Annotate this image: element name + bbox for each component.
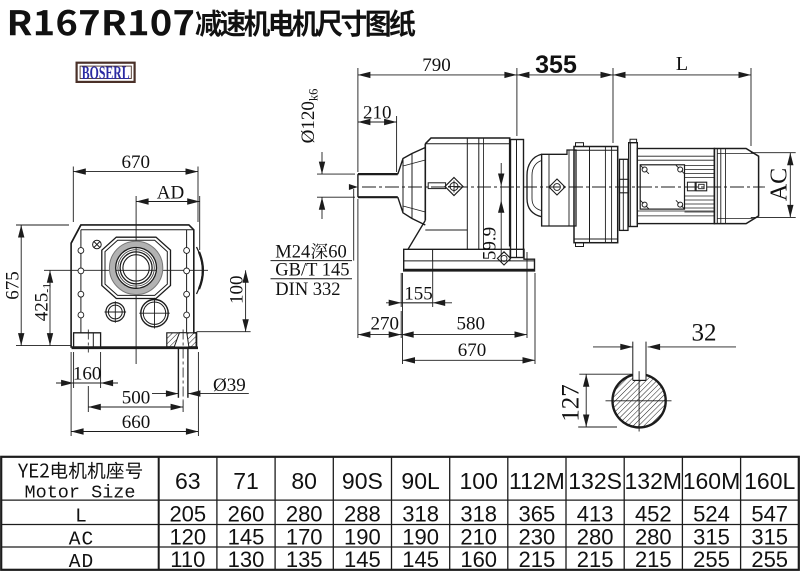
svg-text:63: 63: [175, 468, 201, 494]
svg-text:318: 318: [402, 502, 439, 527]
svg-text:170: 170: [286, 524, 323, 549]
svg-text:190: 190: [344, 524, 381, 549]
svg-text:452: 452: [635, 502, 672, 527]
svg-text:127: 127: [558, 384, 585, 422]
svg-text:145: 145: [402, 547, 439, 571]
svg-text:130: 130: [228, 547, 265, 571]
svg-text:AC: AC: [767, 168, 793, 201]
svg-text:100: 100: [460, 468, 498, 494]
svg-text:547: 547: [751, 502, 788, 527]
svg-text:145: 145: [228, 524, 265, 549]
svg-text:71: 71: [233, 468, 259, 494]
svg-text:AC: AC: [69, 528, 94, 550]
svg-text:500: 500: [122, 388, 151, 409]
svg-text:GB/T 145: GB/T 145: [275, 260, 349, 280]
svg-text:135: 135: [286, 547, 323, 571]
svg-text:280: 280: [635, 524, 672, 549]
svg-text:160: 160: [460, 547, 497, 571]
svg-text:260: 260: [228, 502, 265, 527]
svg-text:80: 80: [291, 468, 317, 494]
svg-text:90S: 90S: [342, 468, 383, 494]
svg-text:255: 255: [693, 547, 730, 571]
svg-text:790: 790: [422, 55, 451, 76]
svg-text:215: 215: [519, 547, 556, 571]
svg-text:660: 660: [122, 412, 151, 433]
svg-text:670: 670: [121, 152, 150, 173]
svg-text:AD: AD: [157, 182, 184, 203]
svg-text:215: 215: [577, 547, 614, 571]
svg-text:580: 580: [456, 314, 485, 335]
svg-text:210: 210: [460, 524, 497, 549]
svg-text:160M: 160M: [683, 468, 741, 494]
svg-text:120: 120: [169, 524, 206, 549]
svg-text:100: 100: [227, 276, 248, 305]
svg-text:160: 160: [73, 363, 102, 384]
svg-text:315: 315: [751, 524, 788, 549]
svg-text:318: 318: [460, 502, 497, 527]
svg-text:32: 32: [692, 320, 717, 347]
svg-text:M24: M24: [275, 243, 310, 263]
svg-text:145: 145: [344, 547, 381, 571]
svg-text:255: 255: [751, 547, 788, 571]
svg-text:90L: 90L: [401, 468, 440, 494]
svg-text:132S: 132S: [568, 468, 622, 494]
svg-text:DIN 332: DIN 332: [275, 280, 340, 300]
svg-text:L: L: [75, 506, 88, 528]
svg-text:670: 670: [458, 340, 487, 361]
svg-text:365: 365: [519, 502, 556, 527]
svg-text:280: 280: [286, 502, 323, 527]
svg-text:110: 110: [170, 547, 205, 571]
svg-text:675: 675: [3, 271, 24, 300]
svg-text:60: 60: [328, 243, 347, 263]
svg-text:155: 155: [404, 284, 433, 305]
svg-text:524: 524: [693, 502, 730, 527]
svg-text:Motor Size: Motor Size: [24, 483, 135, 504]
svg-text:Ø120k6: Ø120k6: [298, 89, 321, 144]
svg-text:288: 288: [344, 502, 381, 527]
svg-text:Ø39: Ø39: [213, 375, 246, 396]
svg-text:215: 215: [635, 547, 672, 571]
svg-text:L: L: [676, 53, 688, 75]
svg-text:AD: AD: [69, 551, 94, 571]
svg-text:230: 230: [519, 524, 556, 549]
svg-text:160L: 160L: [744, 468, 795, 494]
svg-text:315: 315: [693, 524, 730, 549]
svg-text:205: 205: [169, 502, 206, 527]
svg-text:355: 355: [535, 51, 577, 79]
svg-text:132M: 132M: [625, 468, 683, 494]
svg-text:190: 190: [402, 524, 439, 549]
svg-text:413: 413: [577, 502, 614, 527]
svg-text:280: 280: [577, 524, 614, 549]
svg-text:112M: 112M: [509, 468, 565, 494]
svg-text:59.9: 59.9: [480, 227, 501, 260]
svg-text:210: 210: [363, 103, 392, 124]
svg-text:BOSERL: BOSERL: [82, 64, 130, 84]
svg-text:270: 270: [371, 314, 400, 335]
